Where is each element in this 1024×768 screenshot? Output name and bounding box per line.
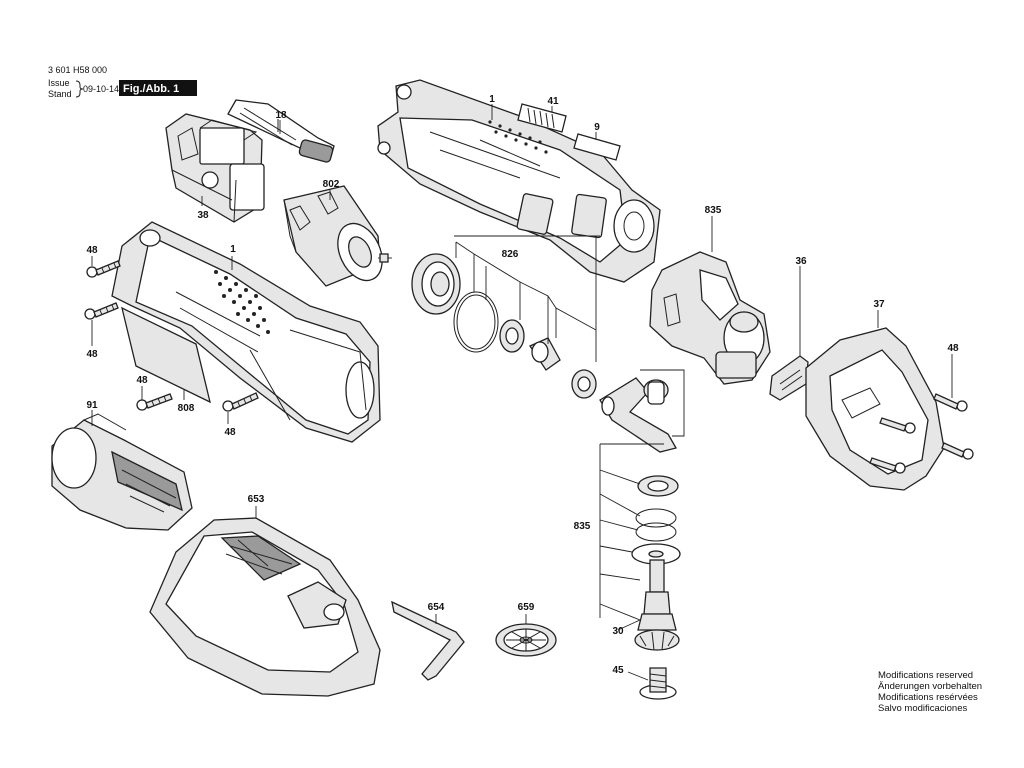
vent-dots-top bbox=[488, 120, 548, 154]
label-41[interactable]: 41 bbox=[547, 96, 559, 107]
part-screw-48-b[interactable] bbox=[84, 302, 119, 320]
part-gear-head-835[interactable] bbox=[649, 216, 771, 385]
label-802[interactable]: 802 bbox=[323, 179, 340, 190]
part-label-41[interactable] bbox=[517, 103, 567, 133]
label-835-head[interactable]: 835 bbox=[705, 205, 722, 216]
part-nameplate-808[interactable] bbox=[121, 306, 211, 404]
leader-lines bbox=[91, 104, 953, 426]
issue-date: 09-10-14 bbox=[83, 84, 119, 94]
modification-notes: Modifications reserved Änderungen vorbeh… bbox=[878, 670, 982, 714]
note-fr: Modifications resérvées bbox=[878, 692, 978, 703]
part-blade-659[interactable] bbox=[495, 614, 557, 657]
label-9[interactable]: 9 bbox=[594, 122, 600, 133]
part-screw-45[interactable] bbox=[627, 667, 677, 700]
issue-label: Issue bbox=[48, 78, 70, 88]
part-electronics-38[interactable] bbox=[165, 113, 265, 223]
vent-dots-bottom bbox=[214, 270, 270, 334]
label-48-b[interactable]: 48 bbox=[86, 349, 98, 360]
label-38[interactable]: 38 bbox=[197, 210, 209, 221]
part-housing-bottom-1[interactable] bbox=[111, 221, 381, 443]
figure-label-box bbox=[119, 80, 197, 96]
stand-label: Stand bbox=[48, 89, 72, 99]
part-gear-kit-826[interactable] bbox=[411, 235, 600, 399]
label-826[interactable]: 826 bbox=[502, 249, 519, 260]
label-653[interactable]: 653 bbox=[248, 494, 265, 505]
label-45[interactable]: 45 bbox=[612, 665, 624, 676]
label-1-bottom[interactable]: 1 bbox=[230, 244, 236, 255]
part-switch-18[interactable] bbox=[227, 99, 335, 163]
part-labels: 1 41 9 18 38 802 48 48 48 48 48 1 808 82… bbox=[86, 94, 959, 676]
label-48-c[interactable]: 48 bbox=[136, 375, 148, 386]
label-91[interactable]: 91 bbox=[86, 400, 98, 411]
label-1-top[interactable]: 1 bbox=[489, 94, 495, 105]
label-30[interactable]: 30 bbox=[612, 626, 624, 637]
figure-label: Fig./Abb. 1 bbox=[123, 83, 179, 95]
label-37[interactable]: 37 bbox=[873, 299, 885, 310]
label-654[interactable]: 654 bbox=[428, 602, 445, 613]
label-835-spindle[interactable]: 835 bbox=[574, 521, 591, 532]
label-36[interactable]: 36 bbox=[795, 256, 807, 267]
part-battery-91[interactable] bbox=[51, 413, 193, 531]
part-screw-48-e[interactable] bbox=[869, 393, 974, 474]
label-48-a[interactable]: 48 bbox=[86, 245, 98, 256]
note-en: Modifications reserved bbox=[878, 670, 973, 681]
part-spindle-30[interactable] bbox=[617, 559, 680, 651]
label-48-e[interactable]: 48 bbox=[947, 343, 959, 354]
part-clip-36[interactable] bbox=[769, 266, 809, 401]
header-block: 3 601 H58 000 Issue Stand 09-10-14 Fig./… bbox=[48, 65, 197, 99]
part-motor-802[interactable] bbox=[283, 185, 392, 288]
part-charger-653[interactable] bbox=[149, 506, 381, 697]
note-es: Salvo modificaciones bbox=[878, 703, 967, 714]
part-key-654[interactable] bbox=[391, 600, 465, 681]
bracket-icon bbox=[75, 80, 84, 98]
part-cover-37[interactable] bbox=[805, 310, 945, 491]
doc-number: 3 601 H58 000 bbox=[48, 65, 107, 75]
label-808[interactable]: 808 bbox=[178, 403, 195, 414]
part-screw-48-d[interactable] bbox=[222, 392, 259, 412]
part-housing-top-1[interactable] bbox=[377, 79, 661, 283]
part-fork[interactable] bbox=[599, 369, 685, 453]
part-screw-48-c[interactable] bbox=[136, 393, 173, 411]
label-48-d[interactable]: 48 bbox=[224, 427, 236, 438]
part-label-9[interactable] bbox=[573, 133, 621, 161]
label-18[interactable]: 18 bbox=[275, 110, 287, 121]
part-spindle-kit-835[interactable] bbox=[599, 443, 681, 621]
label-659[interactable]: 659 bbox=[518, 602, 535, 613]
note-de: Änderungen vorbehalten bbox=[878, 681, 982, 692]
part-screw-48-a[interactable] bbox=[86, 260, 121, 278]
